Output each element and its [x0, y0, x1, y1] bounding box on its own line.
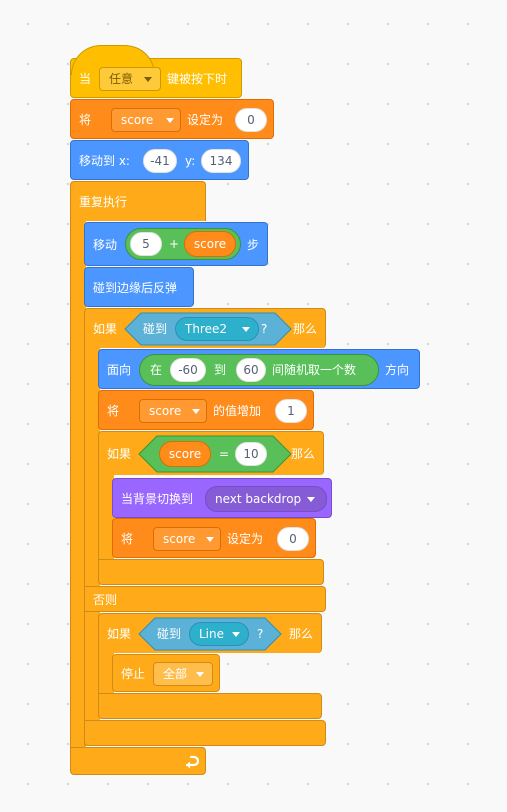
if-score-arm [98, 473, 114, 561]
go-to-xy-block[interactable]: 移动到 x: -41 y: 134 [70, 140, 249, 180]
set-label: 将 [79, 113, 92, 127]
touching-label: 碰到 [157, 627, 182, 641]
backdrop-option: next backdrop [215, 492, 302, 506]
score-reporter[interactable]: score [159, 441, 211, 467]
set-to-label: 设定为 [227, 532, 264, 546]
add-left-input[interactable]: 5 [130, 232, 162, 256]
chevron-down-icon [232, 632, 240, 637]
chevron-down-icon [196, 672, 204, 677]
sprite-dropdown[interactable]: Three2 [175, 317, 259, 341]
key-dropdown[interactable]: 任意 [99, 67, 161, 91]
variable-name: score [149, 404, 182, 418]
if-score-bottom [98, 559, 324, 585]
sprite-dropdown[interactable]: Line [189, 622, 249, 646]
stop-dropdown[interactable]: 全部 [153, 662, 213, 686]
if-else-bottom [84, 720, 326, 746]
forever-arm [70, 219, 86, 749]
chevron-down-icon [206, 537, 214, 542]
if-label: 如果 [107, 447, 132, 461]
forever-bottom [70, 747, 206, 775]
forever-label: 重复执行 [79, 195, 128, 209]
forever-block[interactable]: 重复执行 [70, 181, 206, 221]
set-value-input[interactable]: 0 [235, 108, 267, 132]
point-in-direction-block[interactable]: 面向 在 -60 到 60 间随机取一个数 方向 [98, 349, 420, 389]
plus-label: + [169, 237, 180, 251]
random-in-label: 在 [150, 363, 163, 377]
random-operator[interactable]: 在 -60 到 60 间随机取一个数 [139, 354, 379, 386]
set-score-block[interactable]: 将 score 设定为 0 [70, 99, 274, 139]
if-touching-line-arm [98, 651, 114, 695]
if-else-arm [84, 346, 100, 746]
variable-dropdown[interactable]: score [111, 108, 181, 132]
if-else-block[interactable]: 如果 碰到 Three2 ? 那么 [84, 308, 326, 348]
random-to-label: 到 [214, 363, 227, 377]
steps-label: 步 [247, 238, 260, 252]
variable-dropdown[interactable]: score [139, 399, 207, 423]
sprite-name: Line [199, 627, 225, 641]
equals-value-input[interactable]: 10 [235, 442, 267, 466]
if-score-block[interactable]: 如果 score = 10 那么 [98, 431, 324, 475]
loop-arrow-icon [183, 752, 201, 770]
chevron-down-icon [166, 118, 174, 123]
else-label: 否则 [93, 593, 118, 607]
goto-y-label: y: [185, 154, 196, 168]
set-score-block-inner[interactable]: 将 score 设定为 0 [112, 518, 316, 558]
if-label: 如果 [107, 627, 132, 641]
direction-label: 方向 [385, 363, 410, 377]
move-steps-block[interactable]: 移动 5 + score 步 [84, 222, 268, 266]
variable-name: score [163, 532, 196, 546]
set-to-label: 设定为 [187, 113, 224, 127]
point-label: 面向 [107, 363, 132, 377]
backdrop-dropdown[interactable]: next backdrop [205, 486, 327, 512]
chevron-down-icon [192, 409, 200, 414]
question-label: ? [257, 627, 264, 641]
then-label: 那么 [291, 447, 316, 461]
if-touching-line-block[interactable]: 如果 碰到 Line ? 那么 [98, 613, 322, 653]
when-label: 当 [79, 72, 92, 86]
switch-backdrop-block[interactable]: 当背景切换到 next backdrop [112, 478, 332, 518]
when-key-pressed-hat-block[interactable]: 当 任意 键被按下时 [70, 45, 242, 98]
chevron-down-icon [242, 327, 250, 332]
add-operator[interactable]: 5 + score [125, 228, 241, 260]
move-label: 移动 [93, 238, 118, 252]
stop-label: 停止 [121, 667, 146, 681]
x-input[interactable]: -41 [143, 149, 177, 173]
backdrop-label: 当背景切换到 [121, 492, 194, 506]
stop-block[interactable]: 停止 全部 [112, 654, 220, 692]
change-value-input[interactable]: 1 [275, 399, 307, 423]
set-label: 将 [121, 532, 134, 546]
if-label: 如果 [93, 322, 118, 336]
sprite-name: Three2 [185, 322, 228, 336]
set-value-input[interactable]: 0 [277, 527, 309, 551]
score-reporter[interactable]: score [184, 231, 236, 257]
touching-label: 碰到 [143, 322, 168, 336]
then-label: 那么 [289, 627, 314, 641]
goto-x-label: 移动到 x: [79, 154, 130, 168]
key-option: 任意 [109, 72, 134, 86]
variable-name: score [121, 113, 154, 127]
change-label: 将 [107, 404, 120, 418]
bounce-block[interactable]: 碰到边缘后反弹 [84, 267, 194, 307]
stop-option: 全部 [163, 667, 188, 681]
variable-dropdown[interactable]: score [153, 527, 221, 551]
if-touching-line-bottom [98, 693, 322, 719]
chevron-down-icon [144, 77, 152, 82]
then-label: 那么 [293, 322, 318, 336]
y-input[interactable]: 134 [201, 149, 241, 173]
bounce-label: 碰到边缘后反弹 [93, 281, 178, 295]
increase-label: 的值增加 [213, 404, 262, 418]
random-from-input[interactable]: -60 [170, 358, 206, 382]
random-suffix-label: 间随机取一个数 [272, 363, 357, 377]
random-to-input[interactable]: 60 [236, 358, 266, 382]
chevron-down-icon [307, 497, 315, 502]
equals-label: = [219, 447, 230, 461]
change-score-block[interactable]: 将 score 的值增加 1 [98, 390, 314, 430]
else-block[interactable]: 否则 [84, 586, 326, 612]
key-pressed-label: 键被按下时 [167, 72, 228, 86]
question-label: ? [261, 322, 268, 336]
